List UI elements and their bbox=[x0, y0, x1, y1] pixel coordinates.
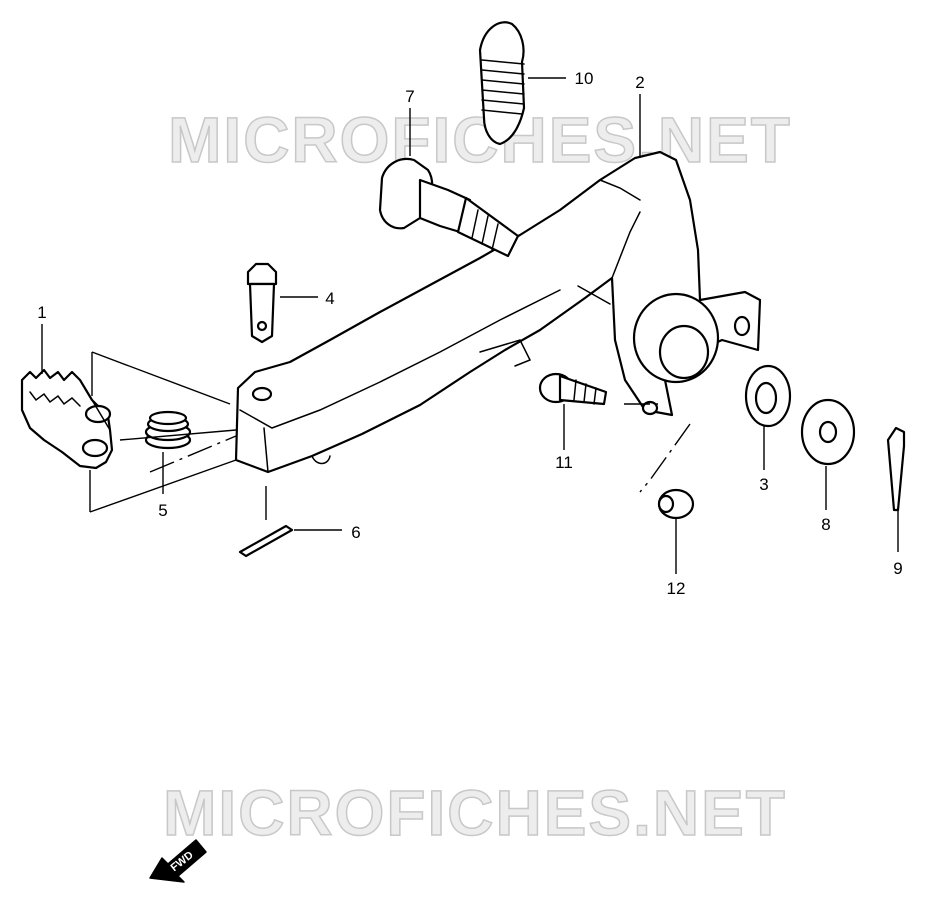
clevis-pin bbox=[246, 262, 278, 344]
pedal-spring bbox=[478, 21, 526, 146]
callout-2: 2 bbox=[635, 73, 644, 92]
return-spring bbox=[144, 410, 192, 450]
callout-11: 11 bbox=[555, 453, 573, 472]
cotter-pin-small bbox=[238, 524, 294, 558]
pivot-bolt bbox=[378, 157, 520, 258]
callout-9: 9 bbox=[893, 559, 902, 578]
callout-4: 4 bbox=[325, 289, 334, 308]
adjuster-bolt bbox=[538, 372, 608, 406]
watermark-bottom: MICROFICHES.NET bbox=[163, 777, 787, 849]
leader-lines bbox=[41, 77, 899, 574]
callout-8: 8 bbox=[821, 515, 830, 534]
callout-5: 5 bbox=[158, 501, 167, 520]
callout-1: 1 bbox=[37, 303, 46, 322]
callout-3: 3 bbox=[759, 475, 768, 494]
watermark-top: MICROFICHES.NET bbox=[168, 104, 792, 176]
oil-seal bbox=[744, 364, 792, 428]
callout-7: 7 bbox=[405, 87, 414, 106]
nut bbox=[657, 488, 695, 520]
callout-12: 12 bbox=[667, 579, 686, 598]
footrest-plate bbox=[20, 368, 114, 470]
forward-arrow-icon: FWD bbox=[149, 839, 207, 883]
washer bbox=[800, 398, 856, 466]
brake-pedal-arm bbox=[234, 150, 762, 474]
callout-6: 6 bbox=[351, 523, 360, 542]
callout-10: 10 bbox=[575, 69, 594, 88]
cotter-pin-large bbox=[886, 426, 906, 512]
